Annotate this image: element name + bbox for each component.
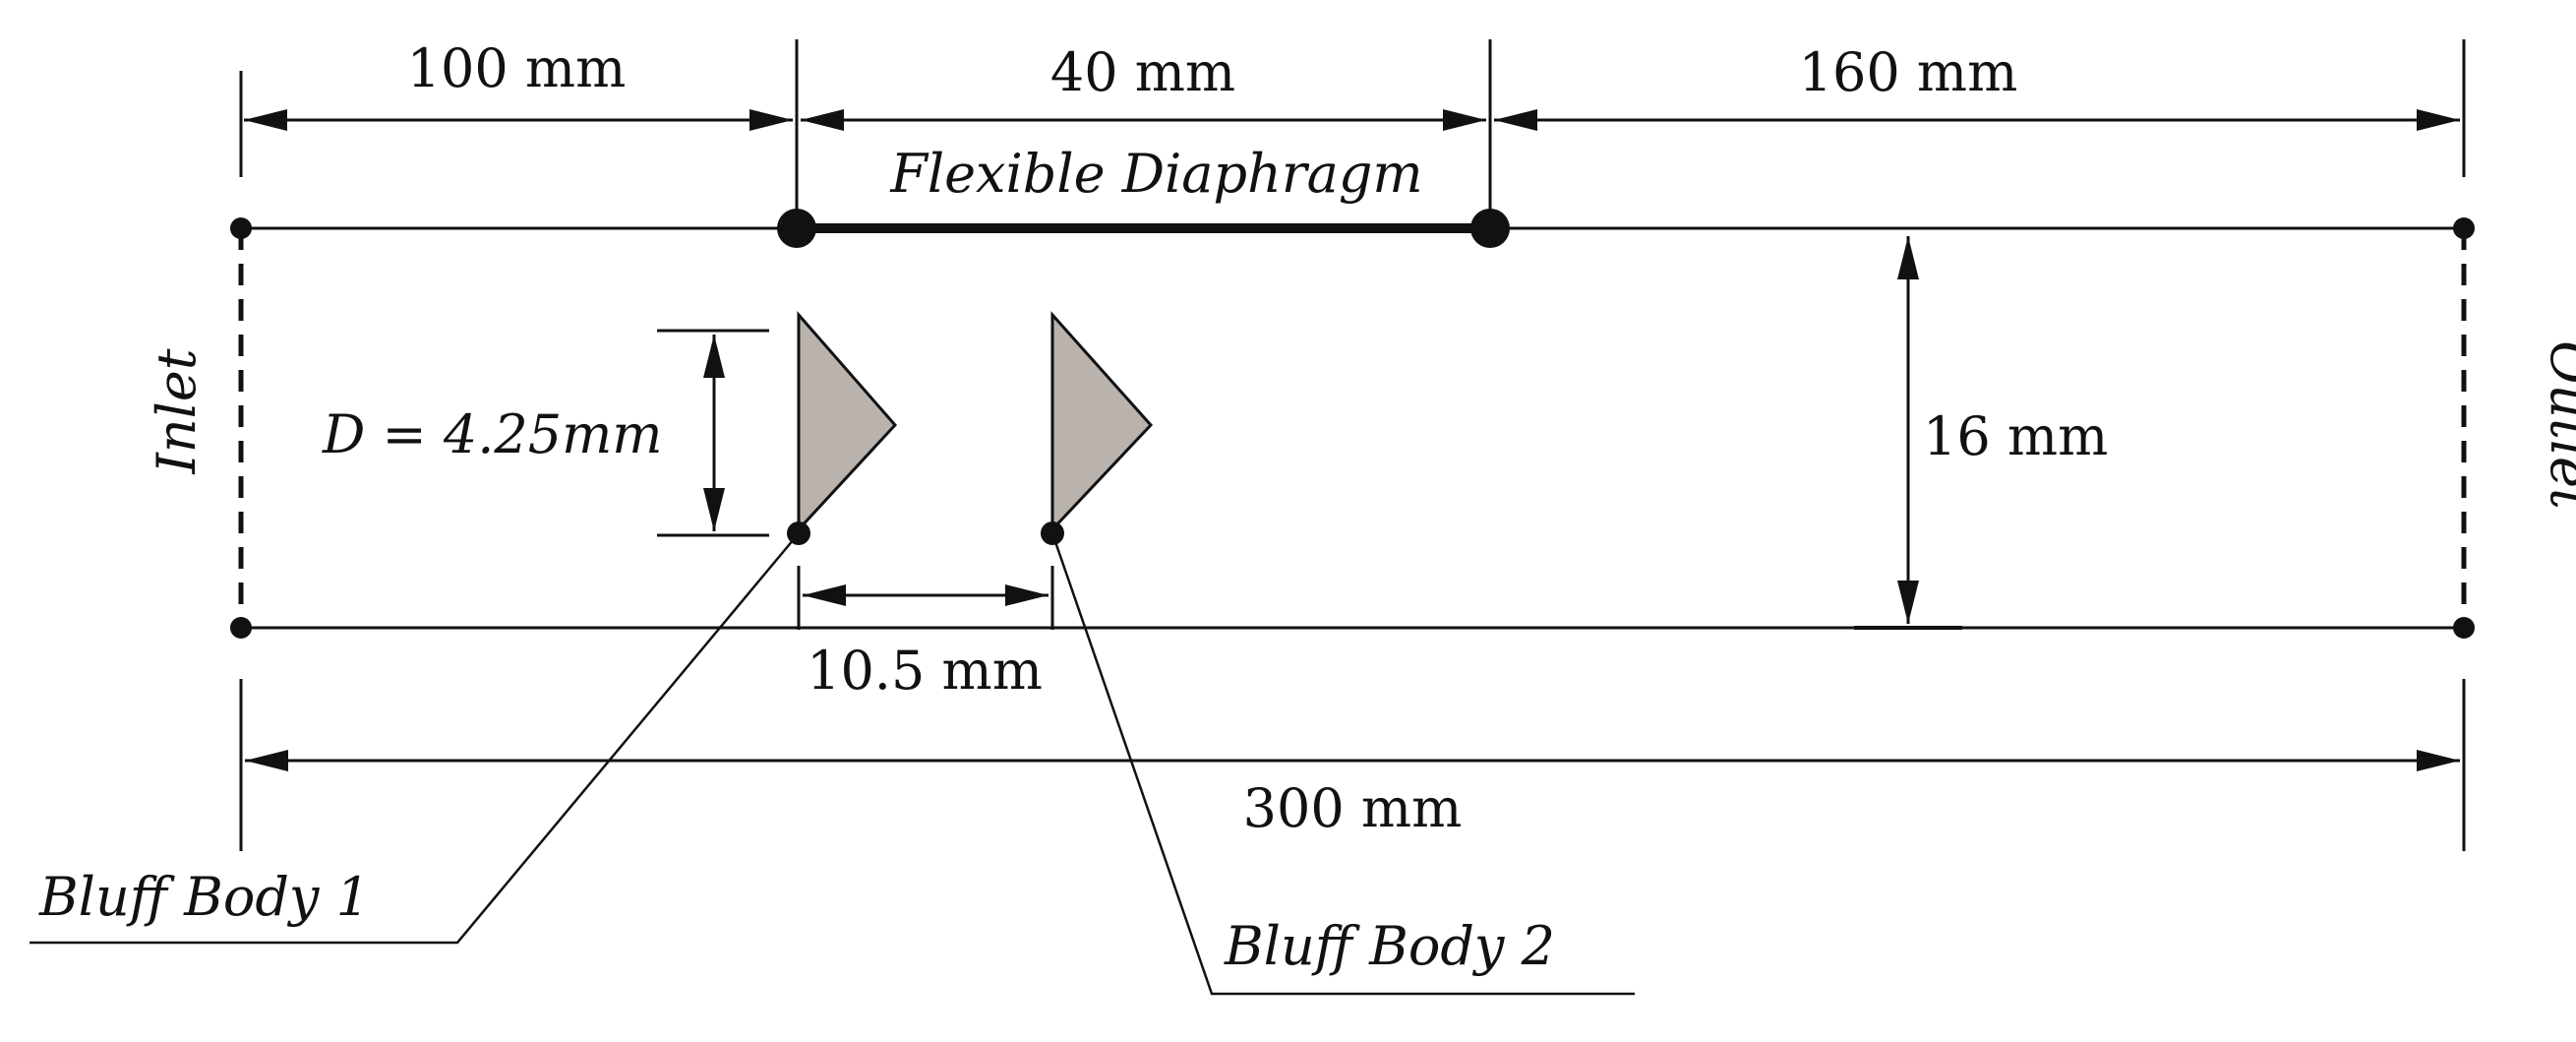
leader-bluff-body-1 <box>30 532 800 945</box>
node-diaphragm-start <box>777 209 816 248</box>
inlet-label: Inlet <box>146 348 208 474</box>
node-bottom-left <box>230 617 252 639</box>
dim-label-16mm: 16 mm <box>1923 405 2108 467</box>
node-top-left <box>230 217 252 239</box>
total-length-dimension <box>239 679 2466 851</box>
height-dimension <box>1854 236 1962 630</box>
node-bottom-right <box>2453 617 2475 639</box>
dim-label-100mm: 100 mm <box>407 37 627 99</box>
channel <box>238 223 2467 630</box>
diaphragm-label: Flexible Diaphragm <box>889 143 1422 205</box>
leaders <box>30 532 1635 996</box>
dim-label-160mm: 160 mm <box>1799 41 2018 103</box>
bluff-body-2-label: Bluff Body 2 <box>1224 915 1555 977</box>
leader-bluff-body-2 <box>1050 532 1635 996</box>
node-top-right <box>2453 217 2475 239</box>
dim-label-D: D = 4.25mm <box>322 403 663 465</box>
dim-label-300mm: 300 mm <box>1243 777 1463 839</box>
bluff-body-1-label: Bluff Body 1 <box>38 866 370 928</box>
node-diaphragm-end <box>1470 209 1510 248</box>
body-size-dimension <box>657 329 769 537</box>
bluff-body-1 <box>797 311 898 533</box>
dim-label-40mm: 40 mm <box>1050 41 1235 103</box>
spacing-dimension <box>797 566 1054 630</box>
top-dimensions <box>239 39 2466 228</box>
bluff-body-2 <box>1050 311 1154 533</box>
bluff-bodies <box>787 311 1154 545</box>
outlet-label: Outlet <box>2539 340 2576 510</box>
dim-label-10-5mm: 10.5 mm <box>807 640 1043 702</box>
channel-nodes <box>230 209 2475 639</box>
